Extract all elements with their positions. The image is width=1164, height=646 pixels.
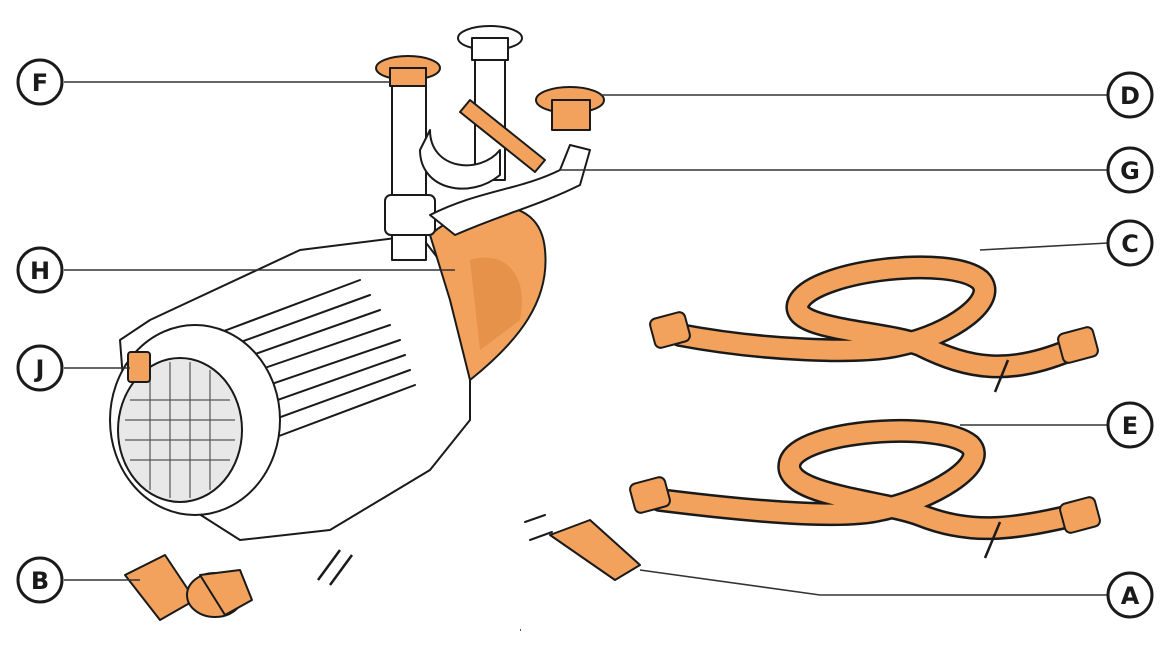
callout-c: C [1108,221,1152,265]
callout-a: A [1108,573,1152,617]
callout-j: J [18,346,62,390]
adapter-fitting [125,555,252,620]
callout-f: F [18,60,62,104]
hose-c [649,267,1100,392]
callout-h: H [18,248,62,292]
coupling-top [458,26,522,60]
callout-h-label: H [30,257,50,285]
callout-a-label: A [1121,582,1140,610]
hose-e [629,431,1102,558]
callout-d-label: D [1120,82,1140,110]
callout-e: E [1108,403,1152,447]
callout-g: G [1108,148,1152,192]
callout-f-label: F [32,69,48,97]
callout-b: B [18,558,62,602]
power-plug [525,515,640,580]
callout-d: D [1108,73,1152,117]
callout-e-label: E [1122,412,1138,440]
callout-j-label: J [34,355,45,383]
callout-g-label: G [1120,157,1140,185]
callout-c-label: C [1121,230,1139,258]
callout-b-label: B [31,567,49,595]
coupling-d [536,87,604,130]
